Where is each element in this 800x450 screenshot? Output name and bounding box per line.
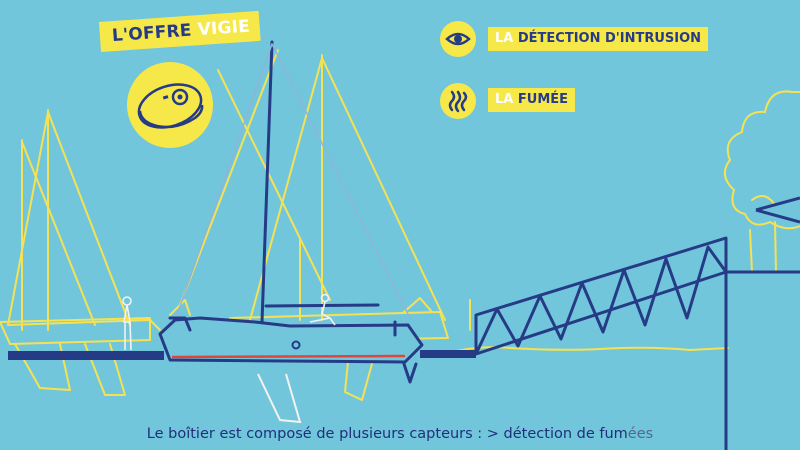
offer-tag-accent: VIGIE (197, 16, 251, 41)
dock-pontoon (8, 351, 164, 360)
feature-intrusion-text: DÉTECTION D'INTRUSION (517, 31, 702, 46)
sensor-box-icon (137, 83, 204, 129)
background-boats (0, 49, 800, 401)
video-subtitle: Le boîtier est composé de plusieurs capt… (0, 426, 800, 442)
offer-tag-prefix: L'OFFRE (111, 20, 193, 47)
subtitle-faded-text: ées (627, 426, 654, 442)
feature-smoke-label: LA FUMÉE (488, 88, 576, 112)
smoke-icon (448, 90, 468, 113)
eye-icon (445, 32, 471, 46)
waterline (171, 354, 406, 359)
keel (257, 373, 302, 424)
device-illustration (127, 62, 213, 148)
feature-intrusion-icon-badge (440, 21, 476, 57)
subtitle-text: Le boîtier est composé de plusieurs capt… (146, 426, 628, 442)
feature-smoke-icon-badge (440, 83, 476, 119)
feature-smoke-prefix: LA (495, 92, 514, 107)
person-on-dock (122, 296, 132, 351)
gangway-truss (474, 196, 800, 450)
main-sailboat (158, 40, 424, 384)
feature-intrusion-prefix: LA (495, 31, 514, 46)
feature-intrusion-label: LA DÉTECTION D'INTRUSION (488, 27, 709, 51)
feature-smoke-text: FUMÉE (517, 92, 569, 107)
sailor-on-boat (309, 293, 336, 326)
